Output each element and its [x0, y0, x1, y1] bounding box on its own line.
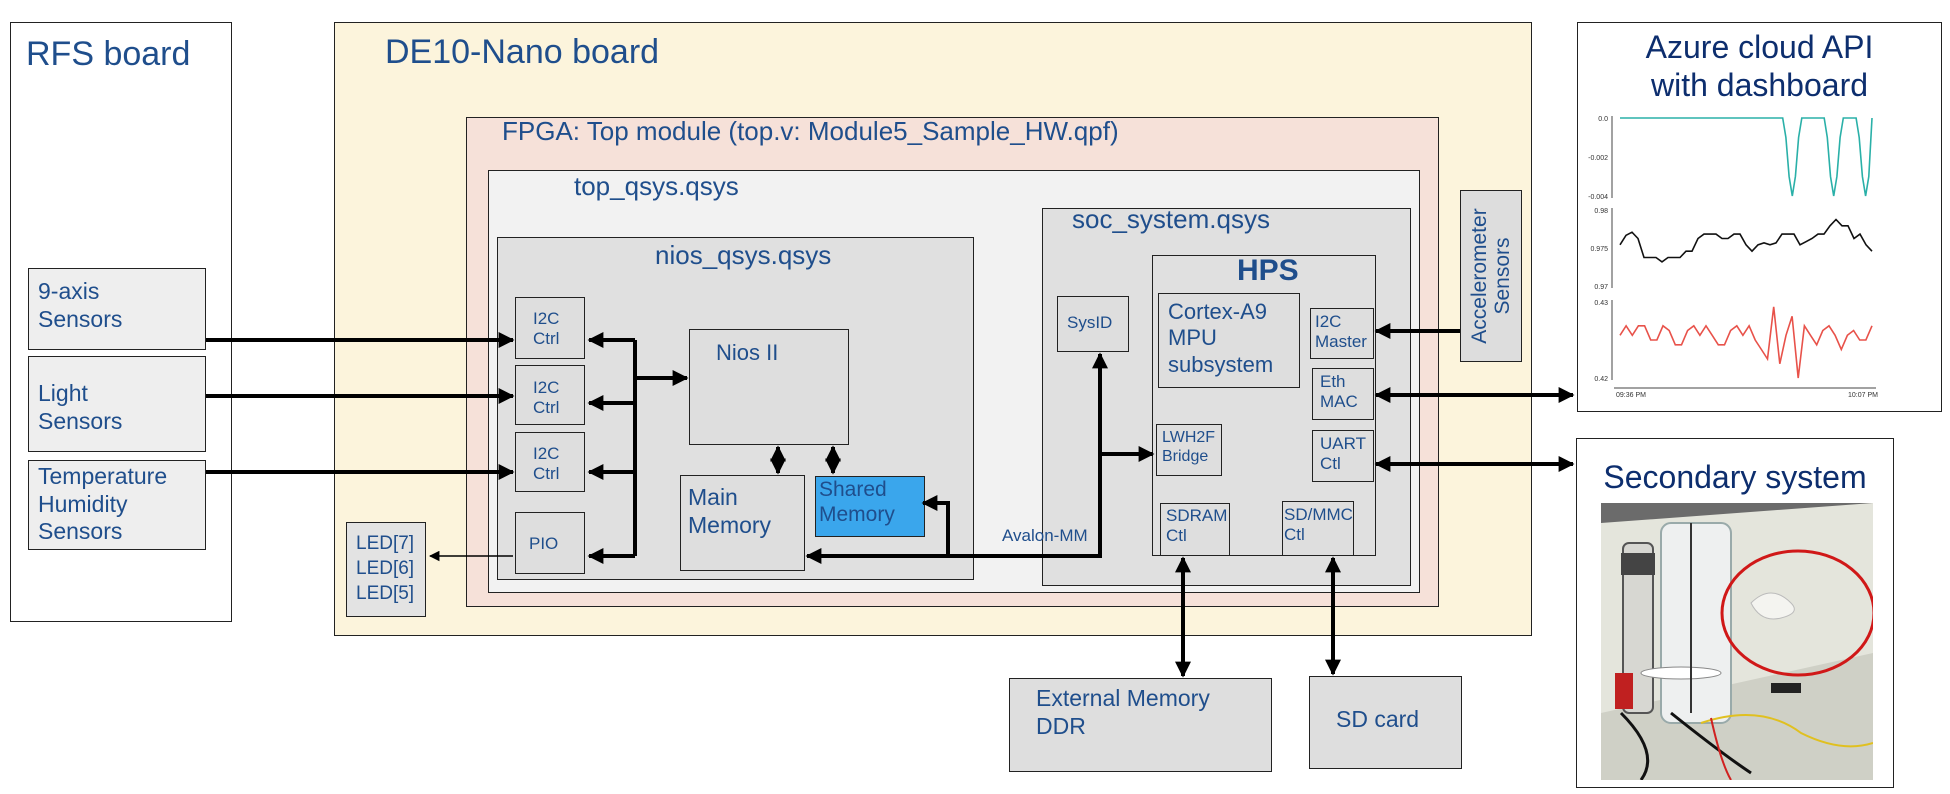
i2c-ctrl-2 [515, 365, 585, 425]
led-block [346, 522, 426, 617]
sensor-light [28, 356, 206, 452]
eth-mac [1312, 368, 1374, 420]
fpga-title: FPGA: Top module (top.v: Module5_Sample_… [502, 116, 1119, 146]
cortex-a9-subsystem [1158, 293, 1300, 388]
i2c-master [1310, 308, 1374, 359]
top-qsys-title: top_qsys.qsys [574, 171, 739, 201]
azure-title: Azure cloud API with dashboard [1645, 29, 1874, 104]
sensor-temperature-humidity-label: Temperature Humidity Sensors [38, 463, 168, 545]
de10-nano-board-title: DE10-Nano board [385, 33, 660, 71]
pio-block [515, 512, 585, 574]
sd-card-label: SD card [1336, 706, 1420, 732]
accelerometer-label: Accelerometer Sensors [1467, 208, 1514, 344]
external-memory-ddr [1009, 678, 1272, 772]
secondary-system-title: Secondary system [1603, 459, 1867, 495]
accelerometer-sensors [1460, 190, 1522, 362]
sensor-9-axis-label: 9-axis Sensors [38, 278, 123, 332]
external-memory-ddr-label: External Memory DDR [1036, 685, 1210, 739]
hps-title: HPS [1237, 254, 1299, 287]
uart-ctl [1312, 430, 1374, 482]
i2c-ctrl-1-label: I2C Ctrl [533, 309, 560, 349]
sdmmc-ctl-label: SD/MMC Ctl [1284, 505, 1353, 545]
main-memory-label: Main Memory [688, 484, 772, 538]
soc-system-title: soc_system.qsys [1072, 204, 1270, 234]
sensor-9-axis [28, 268, 206, 350]
led-block-label: LED[7] LED[6] LED[5] [356, 533, 415, 604]
lwh2f-bridge-label: LWH2F Bridge [1162, 429, 1216, 466]
sysid-label: SysID [1067, 313, 1113, 332]
nios-qsys-title: nios_qsys.qsys [655, 240, 832, 270]
nios-ii-label: Nios II [716, 340, 779, 365]
pio-label: PIO [529, 534, 559, 553]
secondary-system-photo [1601, 503, 1873, 780]
lwh2f-bridge [1156, 424, 1222, 476]
sensor-light-label: Light Sensors [38, 380, 123, 434]
sdram-ctl [1160, 503, 1230, 556]
uart-ctl-label: UART Ctl [1320, 434, 1366, 474]
sensor-temperature-humidity [28, 460, 206, 550]
i2c-ctrl-1 [515, 297, 585, 359]
eth-mac-label: Eth MAC [1320, 372, 1358, 412]
avalon-mm-label: Avalon-MM [1002, 526, 1088, 545]
sdram-ctl-label: SDRAM Ctl [1166, 506, 1228, 546]
sdmmc-ctl [1282, 501, 1354, 556]
sd-card [1309, 676, 1462, 769]
i2c-ctrl-3 [515, 432, 585, 492]
i2c-master-label: I2C Master [1315, 312, 1367, 352]
i2c-ctrl-3-label: I2C Ctrl [533, 444, 560, 484]
rfs-board-title: RFS board [26, 35, 191, 73]
shared-memory-label: Shared Memory [819, 478, 895, 527]
i2c-ctrl-2-label: I2C Ctrl [533, 378, 560, 418]
sysid-block [1057, 296, 1129, 352]
main-memory [680, 475, 805, 571]
cortex-a9-label: Cortex-A9 MPU subsystem [1168, 299, 1274, 377]
